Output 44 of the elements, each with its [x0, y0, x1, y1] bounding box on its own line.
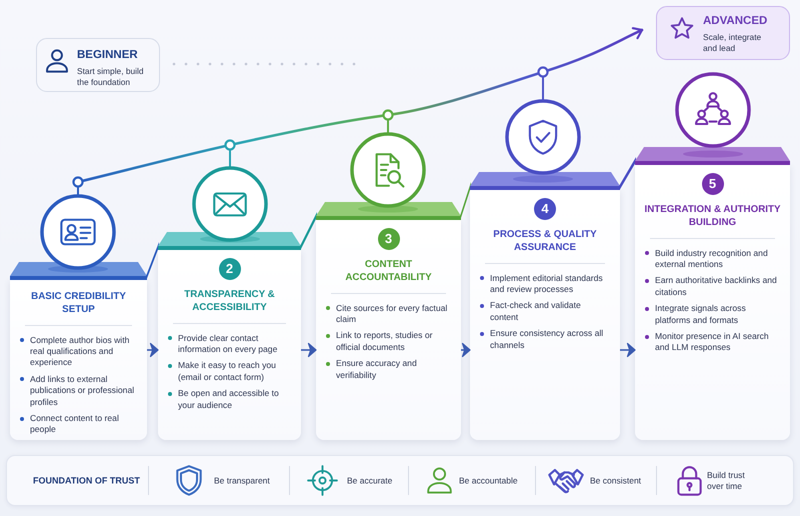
bullet-item: Ensure consistency across all channels	[479, 328, 611, 352]
step-title: INTEGRATION & AUTHORITY BUILDING	[644, 204, 781, 230]
bullet-item: Make it easy to reach you (email or contact form)	[167, 360, 292, 384]
step-card	[635, 165, 790, 440]
step-title: CONTENT ACCOUNTABILITY	[344, 259, 433, 285]
arrow	[147, 342, 159, 358]
step-card	[10, 280, 147, 440]
level-title: ADVANCED	[703, 15, 768, 28]
step-card	[316, 220, 461, 440]
bullet-item: Integrate signals across platforms and formats	[644, 303, 781, 326]
bullet-item: Implement editorial standards and review processes	[479, 272, 611, 296]
bullet-item: Add links to external publications or professional profiles	[19, 374, 138, 408]
step-number: 3	[378, 228, 400, 250]
step-number: 5	[702, 173, 724, 195]
bullet-item: Complete author bios with real qualifications and experience	[19, 334, 138, 369]
step-card	[158, 250, 301, 440]
bullet-item: Be open and accessible to your audience	[167, 388, 292, 412]
item-label: Be consistent	[590, 475, 642, 486]
step-number: 4	[534, 198, 556, 220]
bullet-item: Build industry recognition and external mentions	[644, 248, 781, 270]
bullet-item: Fact-check and validate content	[479, 300, 611, 324]
bullet-item: Ensure accuracy and verifiability	[325, 358, 452, 382]
bullet-item: Monitor presence in AI search and LLM responses	[644, 331, 781, 354]
bullet-item: Earn authoritative backlinks and citations	[644, 275, 781, 298]
item-label: Build trust over time	[707, 470, 746, 492]
bullet-item: Provide clear contact information on every page	[167, 332, 292, 356]
level-box	[656, 6, 790, 60]
section-heading: FOUNDATION OF TRUST	[33, 475, 140, 486]
arrow	[620, 342, 636, 358]
bullet-item: Cite sources for every factual claim	[325, 302, 452, 326]
item-label: Be accountable	[459, 475, 518, 486]
level-description: Scale, integrate and lead	[703, 32, 762, 54]
foundation-bar	[6, 455, 794, 506]
step-card	[470, 190, 620, 440]
step-number: 2	[218, 258, 240, 280]
bullet-item: Link to reports, studies or official documents	[325, 330, 452, 354]
item-label: Be accurate	[347, 475, 392, 486]
arrow	[461, 342, 471, 358]
step-title: BASIC CREDIBILITY SETUP	[30, 291, 127, 317]
step-title: PROCESS & QUALITY ASSURANCE	[492, 229, 598, 255]
bullet-item: Connect content to real people	[19, 413, 138, 436]
step-title: TRANSPARENCY & ACCESSIBILITY	[183, 289, 276, 315]
item-label: Be transparent	[214, 475, 270, 486]
arrow	[301, 342, 317, 358]
